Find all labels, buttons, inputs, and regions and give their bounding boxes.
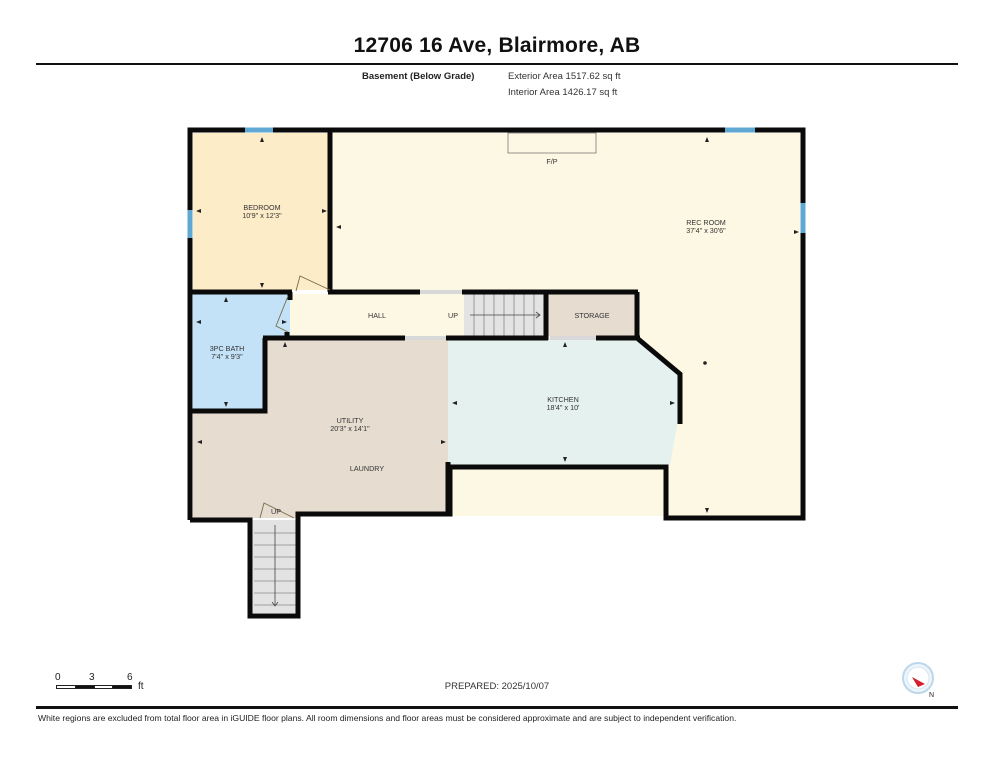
bath-dimensions: 7'4" x 9'3" [211,352,243,361]
rec-room-label: REC ROOM [686,218,726,227]
laundry-label: LAUNDRY [350,464,384,473]
disclaimer-text: White regions are excluded from total fl… [38,713,737,723]
door-swing-utility-stairs [259,502,295,519]
floor-level-label: Basement (Below Grade) [362,71,475,82]
door-swing-bath [275,295,289,333]
room-hall [290,294,468,338]
fixture-dot [703,361,707,365]
prepared-date: PREPARED: 2025/10/07 [444,681,550,692]
room-bedroom [193,133,330,290]
hall-stairs-up-label: UP [448,311,458,320]
storage-label: STORAGE [574,311,609,320]
utility-stairs-up-label: UP [271,507,281,516]
scale-unit: ft [138,681,144,692]
interior-area: Interior Area 1426.17 sq ft [508,87,618,98]
header-divider [36,63,958,65]
scale-tick-0: 0 [55,672,61,683]
hall-label: HALL [368,311,386,320]
fireplace [507,132,597,154]
room-kitchen [448,340,678,465]
scale-tick-3: 3 [89,672,95,683]
room-3pc-bath [193,294,290,410]
bedroom-dimensions: 10'9" x 12'3" [242,211,282,220]
property-address-title: 12706 16 Ave, Blairmore, AB [353,34,641,57]
scale-tick-6: 6 [127,672,133,683]
exterior-area: Exterior Area 1517.62 sq ft [508,71,621,82]
kitchen-label: KITCHEN [547,395,579,404]
door-swing-bedroom [295,275,331,292]
utility-dimensions: 20'3" x 14'1" [330,424,370,433]
bath-label: 3PC BATH [210,344,245,353]
compass-icon: N [902,662,934,699]
rec-room-dimensions: 37'4" x 30'6" [686,226,726,235]
bedroom-label: BEDROOM [243,203,280,212]
room-utility [193,340,448,518]
compass-north-label: N [929,692,934,699]
footer-divider [36,706,958,709]
kitchen-dimensions: 18'4" x 10' [547,403,580,412]
utility-label: UTILITY [337,416,364,425]
room-storage [548,294,635,336]
fireplace-label: F/P [546,157,557,166]
scale-bar: 0 3 6 ft [52,672,162,696]
